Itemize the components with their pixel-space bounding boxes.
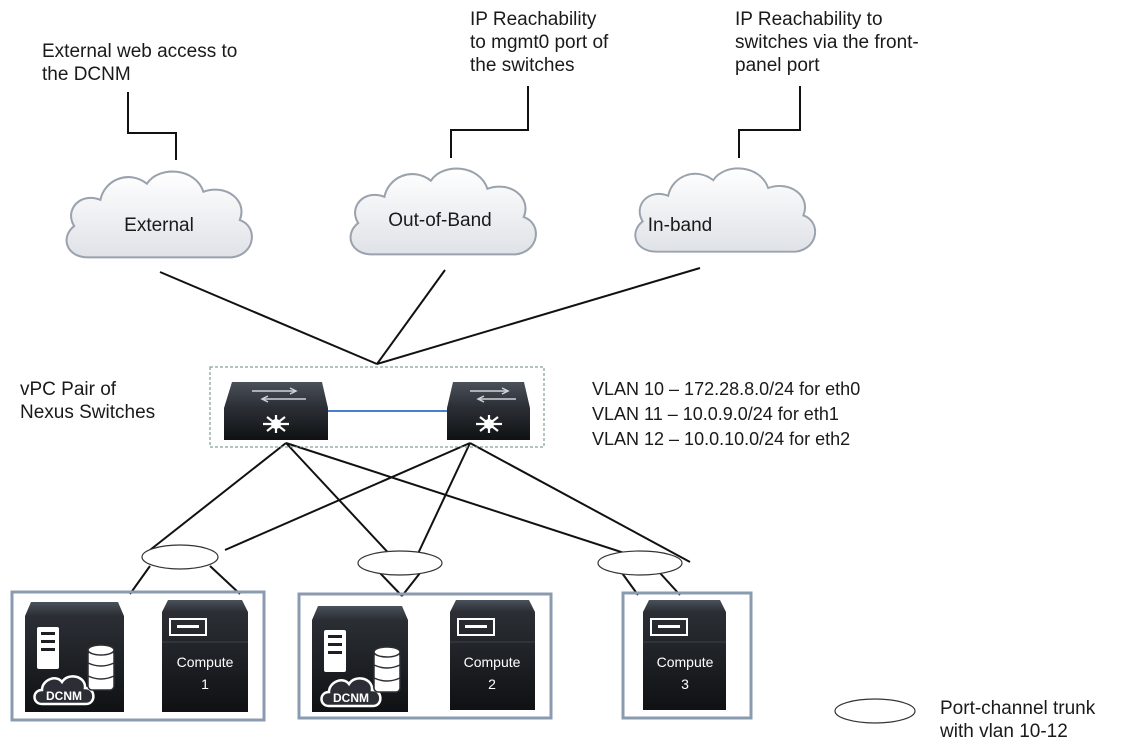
database-icon [373, 646, 401, 693]
drive-bay-icon [169, 618, 207, 636]
inband-uplink [376, 267, 701, 365]
host-box-1 [10, 590, 266, 722]
compute-1-word: Compute [177, 654, 234, 670]
nexus-switch-1 [224, 382, 328, 440]
compute-3-number: 3 [681, 676, 689, 692]
switch-2-icon [476, 415, 502, 433]
cloud-icon [320, 677, 382, 708]
server-icon [37, 627, 59, 669]
external-uplink [159, 271, 378, 365]
server-icon [324, 630, 346, 672]
oob-uplink [376, 269, 446, 365]
cloud-icon [33, 675, 95, 706]
vpc-pair-label: vPC Pair of Nexus Switches [20, 379, 156, 423]
port-channel-3 [597, 550, 683, 576]
dcnm-server-1: DCNM [25, 602, 124, 712]
compute-1-number: 1 [201, 676, 209, 692]
vlan-10-line: VLAN 10 – 172.28.8.0/24 for eth0 [592, 379, 861, 399]
external-leader-line [127, 92, 177, 160]
compute-node-2: Compute 2 [450, 600, 535, 710]
downlinks [129, 442, 691, 597]
drive-bay-icon [457, 618, 495, 636]
oob-cloud: Out-of-Band [349, 167, 537, 256]
nexus-switch-2 [447, 382, 530, 440]
dcnm-label-2: DCNM [333, 691, 369, 705]
compute-2-word: Compute [464, 654, 521, 670]
port-channel-1 [141, 544, 219, 570]
port-channel-2 [357, 550, 443, 576]
host-box-3 [621, 591, 753, 720]
host-box-2 [297, 592, 553, 720]
compute-node-1: Compute 1 [162, 600, 248, 712]
inband-cloud: In-band [634, 167, 817, 253]
compute-2-number: 2 [488, 676, 496, 692]
inband-leader-line [738, 86, 801, 158]
compute-3-word: Compute [657, 654, 714, 670]
oob-cloud-label: Out-of-Band [388, 210, 492, 231]
legend-ellipse [834, 698, 916, 724]
database-icon [87, 644, 115, 691]
vlan-11-line: VLAN 11 – 10.0.9.0/24 for eth1 [592, 404, 839, 424]
inband-reachability-note: IP Reachability to switches via the fron… [735, 9, 919, 76]
oob-leader-line [450, 86, 529, 158]
switch-1-icon [263, 415, 289, 433]
external-access-note: External web access to the DCNM [42, 41, 238, 85]
external-cloud-label: External [124, 215, 194, 236]
oob-reachability-note: IP Reachability to mgmt0 port of the swi… [470, 9, 609, 76]
legend-text: Port-channel trunk with vlan 10-12 [940, 698, 1096, 742]
drive-bay-icon [650, 618, 688, 636]
external-cloud: External [65, 170, 253, 259]
inband-cloud-label: In-band [648, 215, 712, 236]
vpc-pair-box [209, 366, 545, 448]
dcnm-label-1: DCNM [46, 689, 82, 703]
vlan-12-line: VLAN 12 – 10.0.10.0/24 for eth2 [592, 429, 851, 449]
compute-node-3: Compute 3 [643, 600, 726, 710]
dcnm-server-2: DCNM [312, 606, 408, 712]
